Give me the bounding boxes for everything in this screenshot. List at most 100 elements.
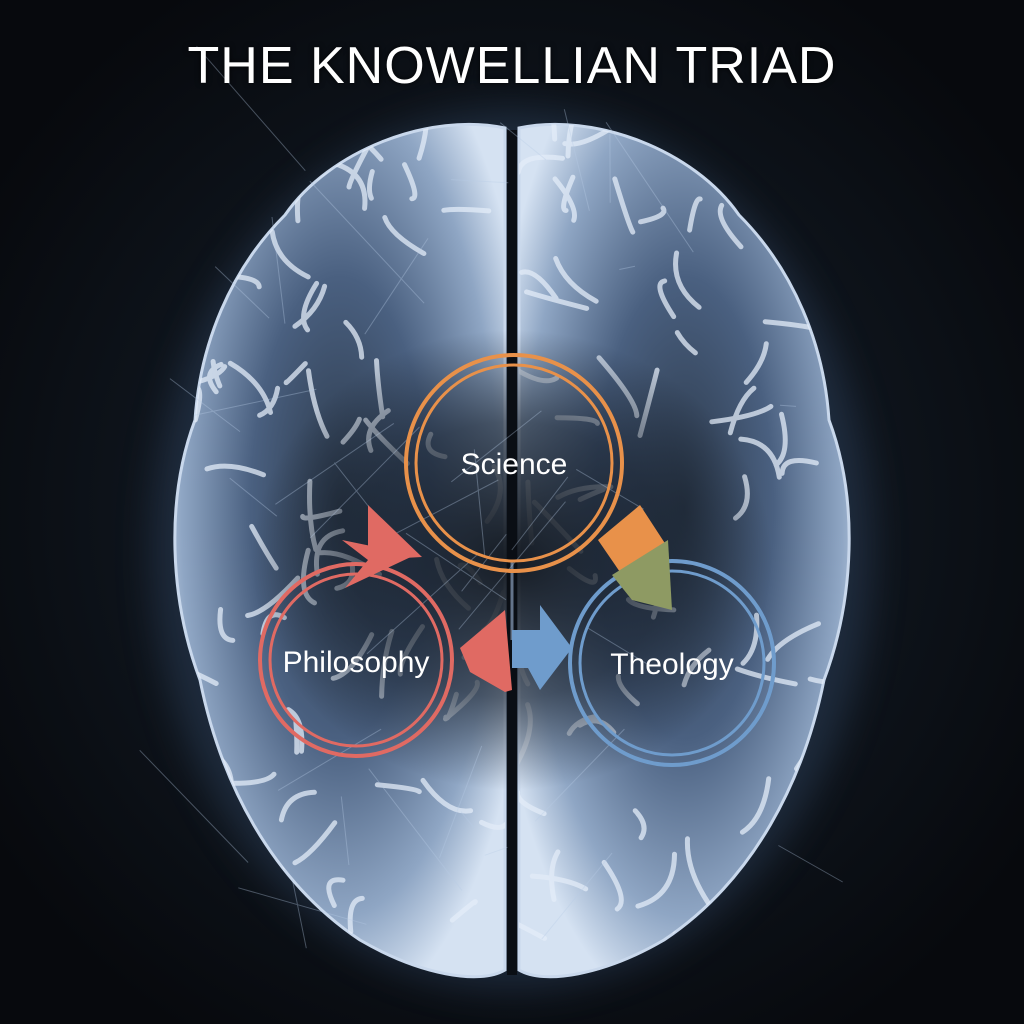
brain-gyrus (278, 789, 317, 823)
brain-gyrus (217, 607, 236, 643)
network-line (238, 887, 367, 925)
network-line (450, 410, 542, 483)
brain-gyrus (519, 789, 547, 817)
brain-gyrus (374, 782, 422, 795)
brain-gyrus (332, 161, 368, 211)
brain-gyrus (449, 899, 478, 923)
brain-gyrus (343, 319, 365, 360)
brain-gyrus (765, 621, 821, 662)
brain-gyrus (292, 820, 338, 866)
page-title: THE KNOWELLIAN TRIAD (187, 37, 837, 95)
brain-gyrus (738, 436, 782, 480)
brain-gyrus (283, 361, 308, 386)
network-line (484, 846, 508, 856)
brain-gyrus (519, 908, 548, 941)
brain-gyrus (519, 154, 565, 175)
brain-gyrus (382, 215, 427, 256)
brain-gyrus (441, 206, 492, 214)
brain-gyrus (773, 411, 788, 468)
network-line (277, 728, 382, 791)
science-circle-inner (414, 363, 614, 563)
brain-gyrus (717, 202, 744, 250)
philosophy-node: Philosophy (258, 562, 454, 758)
arrow-theology-philosophy-blue (512, 605, 572, 690)
brain-gyrus (420, 777, 474, 814)
brain-gyrus (687, 196, 703, 233)
network-line (271, 216, 286, 324)
brain-gyrus (402, 162, 418, 202)
network-line (196, 45, 306, 172)
brain-gyrus (347, 895, 365, 935)
science-label: Science (461, 448, 568, 481)
network-line (778, 845, 843, 883)
network-line (309, 426, 420, 539)
network-line (368, 768, 463, 891)
brain-gyrus (779, 458, 819, 476)
network-line (511, 476, 569, 551)
brain-gyrus (561, 174, 576, 213)
brain-gyrus (207, 361, 224, 395)
brain-gyrus (479, 811, 505, 830)
network-line (169, 378, 241, 432)
theology-circle-outer (568, 559, 776, 767)
brain-gyrus (552, 176, 577, 223)
network-line (405, 532, 507, 601)
network-line (605, 122, 694, 253)
brain-gyrus (684, 836, 712, 907)
brain-gyrus (536, 124, 558, 142)
brain-gyrus (553, 256, 599, 304)
brain-gyrus (673, 250, 702, 310)
network-line (619, 265, 636, 270)
arrow-science-theology-olive (612, 540, 672, 610)
science-node: Science (404, 353, 624, 573)
brain-gyrus (326, 877, 346, 908)
network-line (340, 796, 350, 866)
network-line (458, 501, 566, 630)
network-lines (139, 45, 843, 949)
network-line (364, 238, 429, 335)
brain-gyrus (727, 385, 757, 436)
network-line (229, 477, 278, 517)
network-line (439, 745, 483, 858)
network-line (275, 422, 395, 505)
network-line (473, 449, 486, 555)
theology-circle-inner (578, 569, 766, 757)
brain-gyrus (257, 385, 281, 418)
arrow-philosophy-science-tip (368, 505, 422, 560)
brain-gyrus (210, 359, 223, 389)
network-line (563, 109, 590, 211)
brain-gyrus (743, 341, 769, 385)
network-line (779, 404, 797, 407)
brain-gyrus (366, 169, 375, 201)
brain-gyrus (632, 808, 647, 841)
brain-gyrus (524, 289, 590, 311)
philosophy-label: Philosophy (283, 646, 430, 679)
brain-gyrus (612, 176, 636, 235)
philosophy-circle-inner (268, 572, 444, 748)
brain-gyrus (292, 283, 328, 329)
brain-gyrus (269, 229, 311, 280)
brain-gyrus (601, 859, 624, 912)
cycle-arrows (342, 505, 672, 692)
network-line (214, 266, 270, 319)
network-line (460, 811, 475, 828)
brain-gyrus (519, 269, 559, 301)
network-line (541, 852, 613, 940)
arrow-theology-philosophy-red (460, 610, 512, 692)
network-line (309, 180, 425, 304)
philosophy-circle-outer (258, 562, 454, 758)
network-line (461, 533, 507, 592)
brain-gyrus (227, 360, 273, 415)
brain-gyrus (674, 330, 698, 356)
network-line (499, 122, 547, 161)
brain-gyrus (229, 771, 277, 786)
brain-gyrus (739, 776, 772, 835)
brain-gyrus (565, 124, 590, 159)
brain-gyrus (416, 124, 429, 161)
brain-gyrus (635, 851, 677, 909)
brain-gyrus (529, 873, 589, 892)
brain-gyrus (301, 280, 320, 333)
science-circle-outer (404, 353, 624, 573)
brain-gyrus (657, 278, 677, 320)
